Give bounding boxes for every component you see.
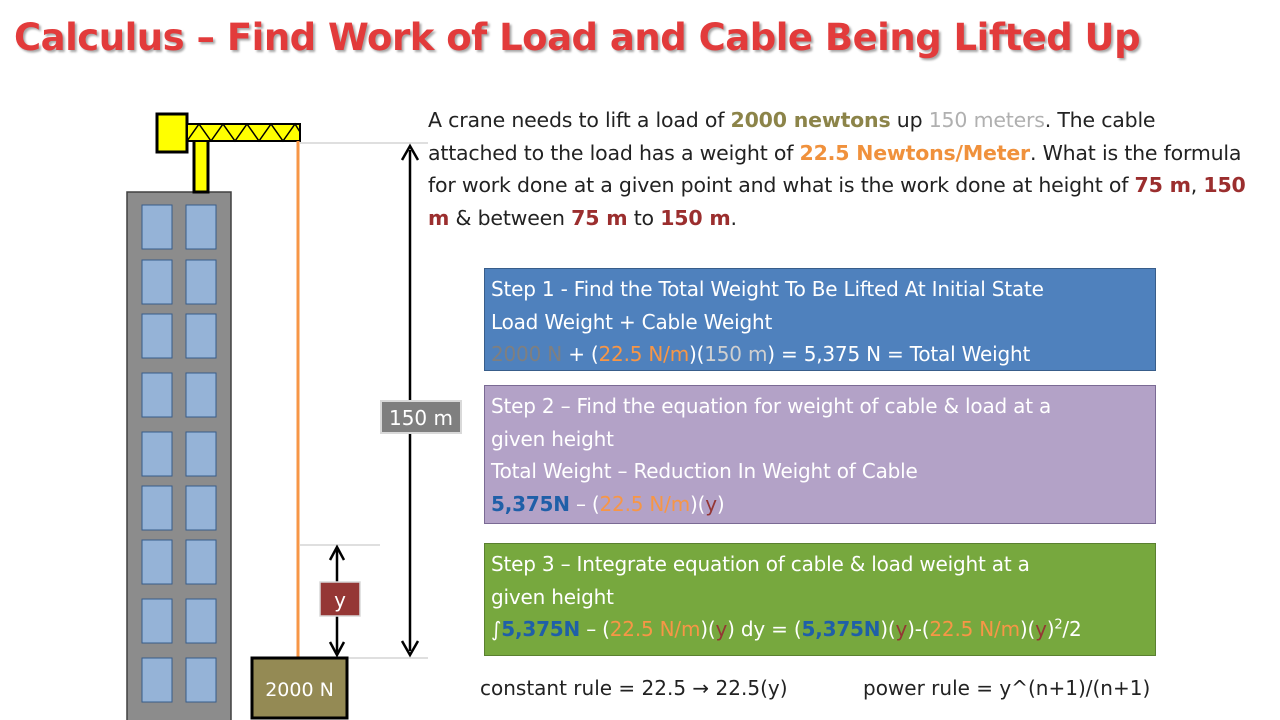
step-2-box: Step 2 – Find the equation for weight of… <box>484 385 1156 524</box>
building-window <box>185 204 217 250</box>
page-title: Calculus – Find Work of Load and Cable B… <box>14 16 1141 59</box>
y-label: y <box>334 588 346 612</box>
eq-text: )( <box>689 342 705 366</box>
building-window <box>185 259 217 305</box>
height-label: 150 m <box>389 406 453 430</box>
y-arrow-top-head <box>328 544 346 561</box>
crane-counterweight <box>155 112 189 154</box>
building-window <box>141 313 173 359</box>
y-label-box <box>319 581 361 617</box>
crane-jib-truss <box>186 122 301 143</box>
load-label: 2000 N <box>265 679 334 701</box>
building-window <box>185 598 217 644</box>
eq-text: + ( <box>562 342 599 366</box>
eq-text: )-( <box>907 617 930 641</box>
eq-exponent: 2 <box>1054 617 1063 633</box>
eq-text: /2 <box>1062 617 1082 641</box>
step-3-heading-cont: given height <box>491 584 614 609</box>
building-window <box>141 657 173 703</box>
step-2-heading-cont: given height <box>491 426 614 451</box>
height-arrow-bottom-head <box>400 640 420 658</box>
y-arrow-bottom-head <box>328 641 346 658</box>
eq-text: )( <box>690 491 706 516</box>
building-window <box>185 657 217 703</box>
load-value: 2000 newtons <box>730 108 891 132</box>
eq-integral: ∫ <box>491 617 502 641</box>
eq-height: 150 m <box>704 342 768 366</box>
problem-text: A crane needs to lift a load of <box>428 108 731 132</box>
height-75-range: 75 m <box>571 205 628 230</box>
eq-rate: 22.5 N/m <box>598 342 690 366</box>
constant-rule: constant rule = 22.5 → 22.5(y) <box>480 676 788 700</box>
step-3-box: Step 3 – Integrate equation of cable & l… <box>484 543 1156 656</box>
step-2-subheading: Total Weight – Reduction In Weight of Ca… <box>491 459 918 483</box>
eq-text: )( <box>1019 617 1036 641</box>
eq-y: y <box>715 617 728 641</box>
step-3-heading: Step 3 – Integrate equation of cable & l… <box>491 552 1030 576</box>
building-window <box>185 539 217 585</box>
building-window <box>185 372 217 418</box>
problem-text: . What is the formula for work done at a… <box>428 140 1242 198</box>
problem-text: , <box>1190 173 1204 197</box>
crane-mast <box>192 138 210 194</box>
eq-rate: 22.5 N/m <box>929 617 1020 641</box>
step-2-heading: Step 2 – Find the equation for weight of… <box>491 394 1052 418</box>
building-window <box>141 259 173 305</box>
step-3-equation: ∫5,375N – (22.5 N/m)(y) dy = (5,375N)(y)… <box>491 613 1149 646</box>
eq-text: – ( <box>569 491 600 516</box>
eq-text: )( <box>880 617 896 641</box>
step-2-equation: 5,375N – (22.5 N/m)(y) <box>491 488 1149 521</box>
eq-total: 5,375N <box>491 491 570 516</box>
building-window <box>141 598 173 644</box>
height-arrow-top-head <box>400 143 420 161</box>
problem-text: & between <box>449 205 572 230</box>
step-1-box: Step 1 - Find the Total Weight To Be Lif… <box>484 268 1156 371</box>
problem-text: . The cable attached to the load has a w… <box>428 108 1156 165</box>
problem-text: up <box>890 108 929 132</box>
eq-text: )( <box>700 617 716 641</box>
building-window <box>141 204 173 250</box>
power-rule: power rule = y^(n+1)/(n+1) <box>863 676 1151 700</box>
height-label-box <box>380 400 462 434</box>
eq-total: 5,375N <box>801 617 881 641</box>
eq-text: – ( <box>580 617 610 641</box>
eq-text: ) dy = ( <box>727 617 802 641</box>
eq-load: 2000 N <box>491 342 563 366</box>
building-window <box>141 539 173 585</box>
problem-text: to <box>627 205 661 230</box>
eq-y: y <box>705 491 717 516</box>
height-150-range: 150 m <box>660 205 731 230</box>
building-window <box>141 485 173 531</box>
building-window <box>141 431 173 477</box>
eq-y: y <box>1035 617 1047 641</box>
building-window <box>185 313 217 359</box>
step-1-heading: Step 1 - Find the Total Weight To Be Lif… <box>491 277 1044 301</box>
step-1-subheading: Load Weight + Cable Weight <box>491 309 773 334</box>
eq-text: ) <box>716 491 725 516</box>
building-windows <box>141 204 217 703</box>
height-75: 75 m <box>1134 173 1191 197</box>
height-150: 150 m <box>428 173 1246 230</box>
eq-rate: 22.5 N/m <box>599 491 691 516</box>
building-window <box>141 372 173 418</box>
cable-weight-value: 22.5 Newtons/Meter <box>799 140 1031 165</box>
eq-y: y <box>895 617 908 641</box>
load-box <box>250 656 349 720</box>
crane-jib <box>186 123 301 142</box>
eq-total: 5,375N <box>501 617 581 641</box>
height-value: 150 meters <box>928 108 1045 132</box>
building-window <box>185 431 217 477</box>
problem-text: . <box>730 205 738 230</box>
step-1-equation: 2000 N + (22.5 N/m)(150 m) = 5,375 N = T… <box>491 338 1149 371</box>
eq-text: ) = 5,375 N = Total Weight <box>767 342 1031 366</box>
eq-text: ) <box>1046 617 1055 641</box>
eq-rate: 22.5 N/m <box>609 617 701 641</box>
building-window <box>185 485 217 531</box>
problem-statement: A crane needs to lift a load of 2000 new… <box>428 104 1248 234</box>
